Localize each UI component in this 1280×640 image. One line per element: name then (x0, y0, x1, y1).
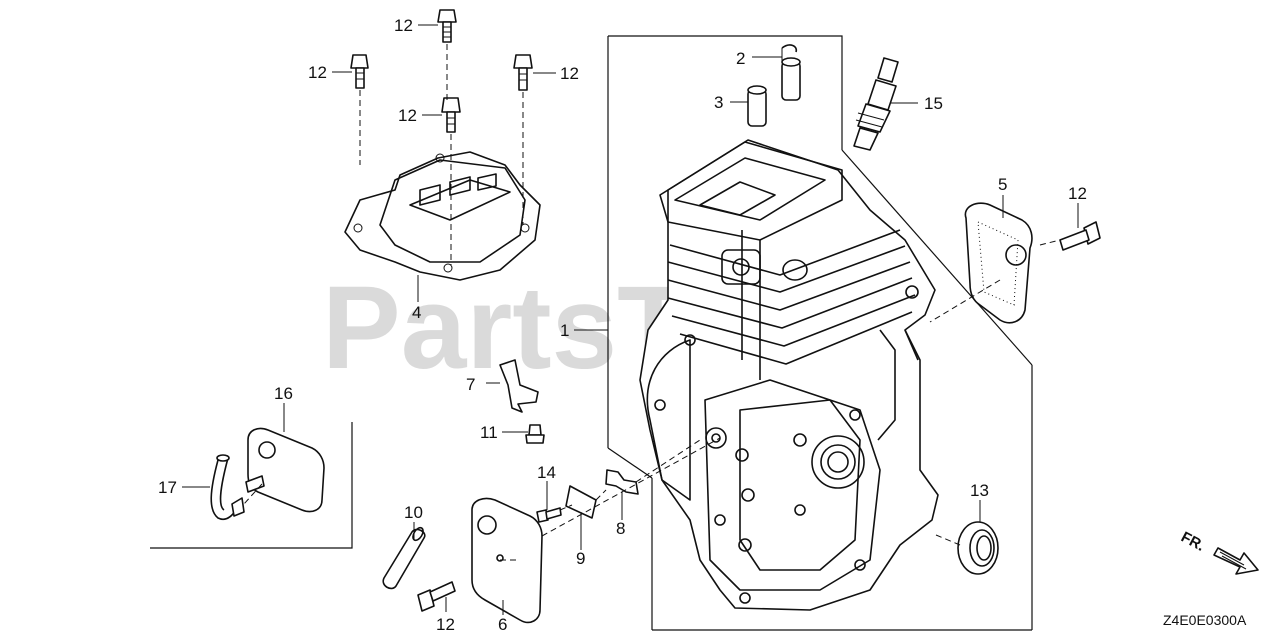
dowel-pin-part-3[interactable] (747, 85, 767, 127)
front-arrow-icon (1213, 547, 1259, 575)
callout-7: 7 (466, 375, 475, 394)
dowel-pin-part-2[interactable] (781, 57, 801, 101)
assembly-line (635, 439, 701, 483)
bolt-part-12e[interactable] (1059, 221, 1101, 251)
callout-16: 16 (274, 384, 293, 403)
callout-2: 2 (736, 49, 745, 68)
bolt-part-12f[interactable] (417, 581, 456, 612)
side-cover-part-6[interactable] (471, 497, 543, 624)
cover-plate-part-16[interactable] (245, 427, 325, 513)
callout-12-left: 12 (308, 63, 327, 82)
assembly-line (1039, 239, 1061, 246)
front-direction-marker: FR. (1178, 529, 1259, 575)
front-direction-label: FR. (1178, 529, 1207, 555)
callout-9: 9 (576, 549, 585, 568)
oil-seal-part[interactable] (957, 521, 999, 575)
assembly-line (935, 534, 961, 546)
assembly-line (541, 437, 721, 537)
assembly-line (559, 504, 573, 511)
subassembly-bracket (150, 422, 353, 549)
callout-labels: 1 2 3 4 5 6 7 8 9 10 11 12 12 12 12 12 1… (158, 16, 1087, 634)
callout-3: 3 (714, 93, 723, 112)
callout-12-middle: 12 (398, 106, 417, 125)
callout-6: 6 (498, 615, 507, 634)
callout-13: 13 (970, 481, 989, 500)
callout-11: 11 (480, 423, 498, 442)
callout-12-cover-plate: 12 (1068, 184, 1087, 203)
leader-lines (182, 24, 1079, 615)
assembly-frame (607, 35, 1033, 631)
callout-14: 14 (537, 463, 556, 482)
sleeve-part-10[interactable] (382, 526, 426, 590)
callout-8: 8 (616, 519, 625, 538)
bolt-part-12d[interactable] (441, 97, 461, 133)
rocker-cover-part[interactable] (344, 151, 541, 281)
bolt-part-11[interactable] (525, 424, 545, 444)
spark-plug-part[interactable] (853, 57, 899, 151)
clip-part-2[interactable] (781, 44, 798, 53)
breather-tube-part[interactable] (210, 454, 245, 521)
cylinder-barrel-part[interactable] (639, 139, 939, 611)
callout-4: 4 (412, 303, 421, 322)
bolt-part-12b[interactable] (350, 54, 369, 89)
clip-part-8[interactable] (605, 469, 639, 495)
bolt-part-12a[interactable] (437, 9, 457, 43)
gasket-part-5[interactable] (964, 202, 1033, 324)
callout-12-top: 12 (394, 16, 413, 35)
callout-15: 15 (924, 94, 943, 113)
diagram-code: Z4E0E0300A (1163, 612, 1247, 628)
assembly-line (929, 279, 1001, 323)
screw-part-14[interactable] (536, 507, 562, 523)
callout-1: 1 (560, 321, 569, 340)
callout-10: 10 (404, 503, 423, 522)
callout-17: 17 (158, 478, 177, 497)
bolt-part-12c[interactable] (513, 54, 533, 91)
bracket-part-7[interactable] (499, 359, 539, 413)
callout-12-bottom: 12 (436, 615, 455, 634)
assembly-line (243, 483, 263, 505)
callout-12-right: 12 (560, 64, 579, 83)
assembly-line (595, 489, 607, 501)
callout-5: 5 (998, 175, 1007, 194)
